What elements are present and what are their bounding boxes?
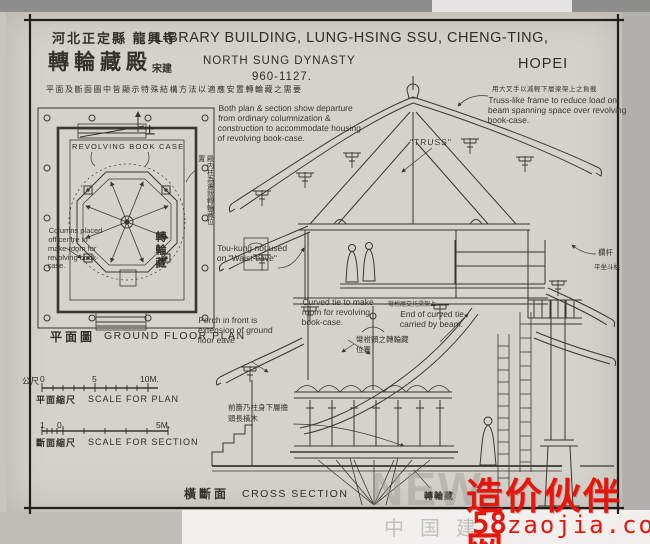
ghost-watermark-chinese: 中国建 [384, 518, 492, 540]
plan-scale-caption-chinese: 平面縮尺 [36, 395, 77, 405]
left-steps [211, 424, 253, 466]
plan-scale-0: 0 [40, 374, 45, 384]
plan-bookcase-label: REVOLVING BOOK CASE [72, 142, 185, 151]
section-scale-caption: SCALE FOR SECTION [88, 437, 199, 447]
plan-scale-caption: SCALE FOR PLAN [88, 394, 180, 404]
title-line1: LIBRARY BUILDING, LUNG-HSING SSU, CHENG-… [155, 30, 549, 46]
plan-north-label: 上 [145, 126, 155, 137]
title-building-chinese: 轉輪藏殿 [48, 51, 152, 74]
plan-bottom-steps [95, 311, 147, 331]
section-caption-chinese: 橫斷面 [184, 487, 230, 501]
paper-sheet [6, 12, 622, 512]
annotation-departure: Both plan & section show departure from … [217, 103, 362, 144]
curved-tie [299, 307, 473, 429]
plan-scale-5: 5 [92, 374, 97, 384]
annotation-porch: Porch in front is extension of ground fl… [197, 315, 273, 346]
annotation-truss-chinese: 用大叉手以減輕下層梁架上之負載 [492, 86, 597, 93]
section-scale-0: 0 [57, 420, 62, 430]
plan-bookcase-label-chinese: 轉輪藏 [154, 231, 166, 270]
title-dynasty-chinese: 宋建 [152, 64, 172, 75]
watermark-url-number: 58 [472, 506, 507, 540]
annotation-pingzuo-chinese: 平坐斗栱 [594, 264, 620, 271]
ground-line [212, 465, 614, 472]
plan-offset-columns [83, 185, 171, 263]
annotation-toukung: Tou-kung not used on "Waist-eave" [216, 243, 288, 264]
roof-truss [298, 111, 530, 231]
title-line2: HOPEI [518, 56, 569, 72]
porch-left [211, 337, 305, 466]
porch-right-column [533, 300, 617, 507]
annotation-tie-end-chinese: 彎柎尾交托梁架上 [388, 302, 437, 308]
title-dates: 960-1127. [252, 71, 312, 83]
bookcase-elevation [290, 306, 479, 506]
ground-floor-plan [37, 107, 215, 331]
section-scale-5m: 5M. [156, 420, 171, 430]
section-scale-caption-chinese: 斷面縮尺 [36, 438, 77, 448]
annotation-tie-end: End of curved tie carried by beam. [399, 309, 465, 330]
cross-section [211, 76, 617, 507]
annotation-leaders [251, 95, 597, 489]
annotation-railing-chinese: 欄杆 [598, 248, 613, 257]
balcony-right [528, 287, 616, 328]
ladder-rungs [498, 323, 531, 479]
photo-margin-top-highlight [432, 0, 572, 12]
photo-margin-right [622, 12, 650, 512]
annotation-porch-chinese: 前簷乃柱身下層擔頭長橫木 [228, 403, 288, 423]
plan-scale-10m: 10M. [140, 374, 159, 384]
plan-revolving-bookcase [68, 163, 186, 281]
plan-caption-chinese: 平面圖 [50, 330, 96, 344]
scale-figures [345, 242, 497, 466]
section-bookcase-label-chinese: 轉輪藏 [424, 491, 455, 501]
upper-storey [243, 230, 548, 318]
truss-label: "TRUSS" [409, 137, 453, 147]
plan-columns-annotation: Columns placed off centre to make room f… [47, 226, 103, 271]
plan-top-stairs [77, 123, 147, 139]
ladders [497, 312, 532, 496]
plan-label-leaders [90, 151, 150, 167]
plan-columns-note-chinese: 殿内柱為遷就轉輪藏位置 [197, 155, 214, 225]
waist-eave-left [218, 225, 311, 380]
watermark-url-domain: zaojia.com [506, 511, 650, 539]
plan-column-circles [43, 114, 209, 322]
title-subtitle: NORTH SUNG DYNASTY [203, 55, 356, 67]
section-caption: CROSS SECTION [242, 488, 349, 500]
chinese-note-line: 平面及斷面圖中皆顯示特殊結構方法以適應安置轉輪藏之需要 [46, 85, 303, 94]
plan-caption: GROUND FLOOR PLAN [104, 330, 246, 342]
watermark-site-name: 造价伙伴网 [466, 476, 622, 544]
plan-scale-unit: 公尺 [22, 376, 40, 386]
annotation-truss: Truss-like frame to reduce load on beam … [487, 95, 627, 126]
main-roof [228, 76, 602, 213]
scale-bars [41, 383, 169, 435]
scale-bar-plan [41, 383, 158, 392]
bookcase-balusters [306, 400, 444, 446]
title-location-chinese: 河北正定縣 龍興寺 [52, 31, 178, 46]
section-scale-1: 1 [40, 420, 45, 430]
ghost-watermark-text: NEW [370, 463, 484, 515]
watermark-site-url: 58zaojia.com [472, 506, 650, 540]
watermark-background-strip [182, 510, 650, 544]
annotation-tie-head-chinese: 彎柎頭之轉輪藏位置 [356, 335, 409, 354]
scale-bar-section [41, 426, 169, 435]
sheet-border [24, 14, 624, 514]
annotation-curved-tie: Curved tie to make room for revolving bo… [301, 297, 374, 328]
plan-altar-square [119, 269, 137, 287]
